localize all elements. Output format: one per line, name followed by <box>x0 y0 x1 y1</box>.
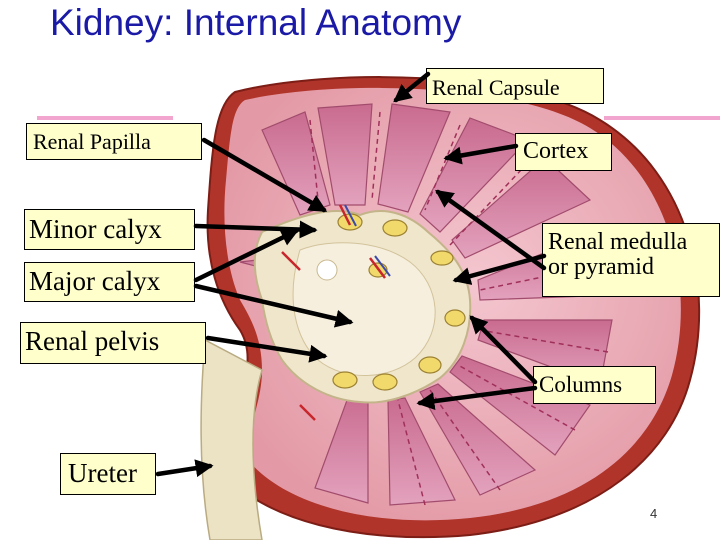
pelvis-hole <box>316 259 338 281</box>
label-renal-medulla-line2: or pyramid <box>548 254 654 281</box>
label-renal-medulla-line1: Renal medulla <box>548 229 688 255</box>
label-columns: Columns <box>533 366 656 404</box>
ureter-shape <box>200 338 263 540</box>
label-renal-papilla: Renal Papilla <box>26 123 202 160</box>
label-ureter: Ureter <box>60 453 156 495</box>
slide-title: Kidney: Internal Anatomy <box>50 2 462 43</box>
accent-bar-left <box>37 116 173 120</box>
label-minor-calyx: Minor calyx <box>24 209 195 250</box>
label-renal-medulla: Renal medulla or pyramid <box>542 223 720 297</box>
label-renal-capsule: Renal Capsule <box>426 68 604 104</box>
accent-bar-right <box>604 116 720 120</box>
label-renal-pelvis: Renal pelvis <box>20 322 206 364</box>
label-major-calyx: Major calyx <box>24 262 195 302</box>
page-number: 4 <box>650 506 658 521</box>
label-cortex: Cortex <box>515 133 612 171</box>
